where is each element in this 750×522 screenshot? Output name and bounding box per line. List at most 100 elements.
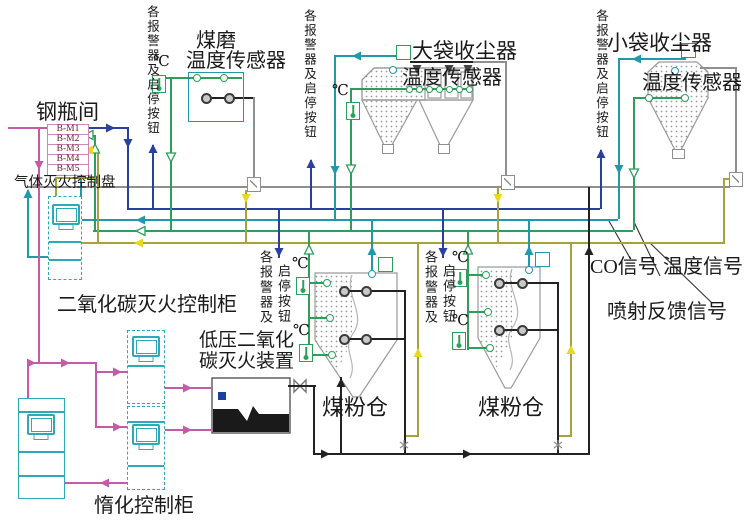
- temp-point-icon: [193, 74, 201, 82]
- arrow-down-open-icon: [165, 152, 177, 164]
- arrow-down-open-icon: [345, 164, 357, 176]
- shelf: [128, 365, 164, 367]
- wire: [308, 317, 330, 319]
- gas-panel-label: 气体灭火控制盘: [14, 175, 116, 191]
- thermometer-icon: [299, 344, 313, 362]
- arrow-down-icon: [330, 166, 340, 175]
- arrow-left-icon: [134, 238, 143, 248]
- arrow-up-icon: [566, 345, 576, 354]
- arrow-down-icon: [438, 248, 448, 257]
- level-sensor-icon: [218, 392, 226, 400]
- wire: [467, 230, 469, 350]
- outlet-icon: [672, 149, 685, 159]
- co-signal-bus-line: [80, 219, 618, 221]
- wire: [618, 58, 686, 60]
- shelf: [49, 259, 81, 261]
- wire: [8, 127, 47, 129]
- arrow-down-icon: [463, 65, 473, 74]
- sensor-wire: [557, 282, 559, 454]
- arrow-right-icon: [321, 449, 330, 459]
- wire: [600, 150, 602, 209]
- nozzle-circle-icon: [368, 270, 376, 278]
- shelf: [19, 411, 64, 413]
- pipe: [588, 187, 590, 454]
- temp-point-icon: [426, 86, 433, 93]
- thermometer-icon: [152, 75, 166, 93]
- monitor-icon: [132, 336, 160, 357]
- sensor-drop: [253, 97, 255, 177]
- sensor-wire: [346, 290, 406, 292]
- temp-point-icon: [326, 314, 334, 322]
- wire: [558, 435, 572, 437]
- wire: [95, 362, 97, 428]
- arrow-right-icon: [27, 358, 36, 368]
- temp-point-icon: [446, 86, 453, 93]
- arrow-left-icon: [632, 54, 641, 64]
- pipe: [313, 453, 590, 455]
- wire: [97, 149, 99, 242]
- arrow-left-icon: [352, 51, 361, 61]
- sensor-wire: [503, 282, 559, 284]
- arrow-up-icon: [306, 159, 316, 168]
- arrow-down-icon: [444, 65, 454, 74]
- sensor-drop: [505, 61, 507, 175]
- wire: [570, 242, 572, 437]
- wire: [94, 135, 96, 231]
- wire: [310, 160, 312, 209]
- wire: [633, 97, 635, 230]
- co2-cabinet-label: 二氧化碳灭火控制柜: [57, 294, 237, 316]
- arrow-up-open-icon: [303, 243, 315, 255]
- arrow-up-icon: [336, 378, 346, 387]
- temp-point-icon: [484, 308, 492, 316]
- nozzle-square-icon: [396, 45, 411, 60]
- wire: [334, 55, 398, 57]
- arrow-up-icon: [148, 144, 158, 153]
- wire: [95, 426, 127, 428]
- coal-mill-label-2: 温度传感器: [186, 50, 286, 72]
- wire: [245, 190, 247, 242]
- spray-signal-bus-line: [55, 242, 725, 244]
- co-signal-label: CO信号: [590, 256, 658, 278]
- wire: [334, 55, 336, 219]
- nozzle-square-icon: [378, 257, 393, 272]
- wire: [308, 282, 327, 284]
- pipe: [313, 386, 315, 454]
- valve-star-icon: [553, 440, 563, 450]
- temp-point-icon: [482, 271, 490, 279]
- alarm-vlabel-b: 启停按钮: [276, 264, 291, 324]
- arrow-down-icon: [241, 194, 251, 203]
- monitor-icon: [27, 414, 55, 435]
- wire: [417, 242, 419, 437]
- celsius-label: ℃: [153, 54, 170, 70]
- arrow-left-open-icon: [134, 225, 146, 237]
- arrow-down-icon: [412, 65, 422, 74]
- nozzle-circle-icon: [525, 266, 533, 274]
- co2-tank: [211, 377, 291, 434]
- pipe: [340, 377, 342, 454]
- wire: [618, 58, 620, 219]
- small-bag-label: 小袋收尘器: [607, 31, 712, 55]
- arrow-right-icon: [113, 422, 122, 432]
- monitor-icon: [52, 204, 80, 225]
- arrow-up-icon: [584, 246, 594, 255]
- co-sensor-icon: [494, 278, 505, 289]
- celsius-label: ℃: [452, 313, 469, 329]
- temp-point-icon: [681, 94, 689, 102]
- cylinder-room-label: 钢瓶间: [36, 100, 99, 124]
- wire: [308, 354, 332, 356]
- inert-cabinet-label: 惰化控制柜: [94, 495, 194, 517]
- arrow-right-icon: [463, 449, 472, 459]
- wire: [95, 371, 127, 373]
- thermometer-icon: [452, 332, 466, 350]
- arrow-left-icon: [136, 215, 145, 225]
- co-sensor-icon: [361, 334, 372, 345]
- temp-point-icon: [436, 86, 443, 93]
- lp-co2-label-1: 低压二氧化: [199, 330, 295, 351]
- big-bag-sensor-label: 温度传感器: [402, 67, 502, 89]
- arrow-down-icon: [123, 139, 133, 148]
- alarm-vlabel-a: 各报警器及: [423, 250, 438, 325]
- temp-point-icon: [323, 279, 331, 287]
- wire: [27, 362, 29, 398]
- arrow-up-icon: [596, 149, 606, 158]
- celsius-label: ℃: [452, 250, 469, 266]
